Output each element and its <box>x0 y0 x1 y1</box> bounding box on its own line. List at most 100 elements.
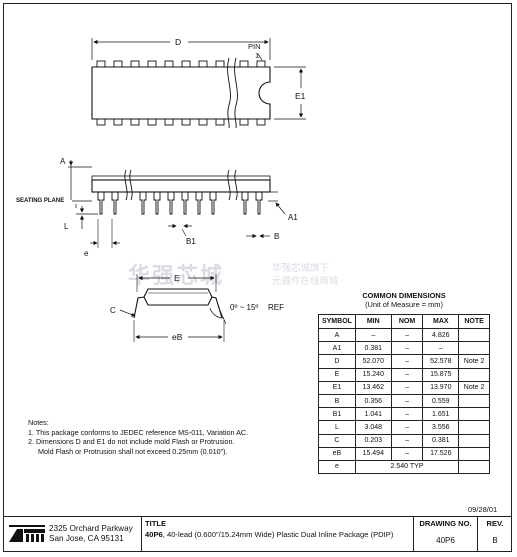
cell-max: 52.578 <box>422 354 460 369</box>
header-min: MIN <box>354 314 392 329</box>
cell-max: 0.381 <box>422 433 460 448</box>
top-pins-lower <box>96 118 266 126</box>
watermark-line-1: 华强芯城旗下 <box>272 263 330 274</box>
cell-note <box>458 341 490 356</box>
cell-min: 15.240 <box>354 367 392 382</box>
company-address: 2325 Orchard Parkway San Jose, CA 95131 <box>49 524 133 544</box>
cell-symbol: e <box>318 459 356 475</box>
dim-l-label: L <box>64 222 69 231</box>
revision-cell: REV. B <box>477 517 512 552</box>
cell-max: – <box>422 341 460 356</box>
company-logo-icon <box>9 525 45 542</box>
cell-nom: – <box>390 327 424 343</box>
cell-max: 4.826 <box>422 327 460 343</box>
dim-b-label: B <box>274 232 279 241</box>
cell-min: 0.356 <box>354 393 392 409</box>
cell-note <box>458 393 490 409</box>
cell-symbol: E <box>318 367 356 382</box>
note-2: 2. Dimensions D and E1 do not include mo… <box>28 437 235 447</box>
table-row: e 2.540 TYP <box>318 459 490 475</box>
cell-symbol: L <box>318 420 356 435</box>
cell-min: 0.203 <box>354 433 392 448</box>
cell-note: Note 2 <box>458 380 490 395</box>
address-line-2: San Jose, CA 95131 <box>49 534 124 543</box>
dim-e1-label: E1 <box>295 91 306 101</box>
top-view <box>91 38 306 129</box>
common-dimensions-heading: COMMON DIMENSIONS (Unit of Measure = mm) <box>318 291 490 309</box>
cell-nom: – <box>390 354 424 369</box>
cell-nom: – <box>390 380 424 395</box>
cell-nom: – <box>390 341 424 356</box>
cell-note <box>458 459 490 475</box>
title-text: 40P6, 40-lead (0.600"/15.24mm Wide) Plas… <box>145 530 407 539</box>
cell-note <box>458 433 490 448</box>
cell-note <box>458 327 490 343</box>
pin-label: PIN <box>248 42 261 51</box>
dim-e-pitch-label: e <box>84 249 89 258</box>
revision-label: REV. <box>486 519 504 528</box>
cell-min: 1.041 <box>354 407 392 422</box>
drawing-number-label: DRAWING NO. <box>419 519 472 528</box>
cell-nom: – <box>390 407 424 422</box>
header-nom: NOM <box>390 314 424 329</box>
angle-ref-label: REF <box>268 303 284 312</box>
cell-typ: 2.540 TYP <box>354 459 460 475</box>
drawing-number-cell: DRAWING NO. 40P6 <box>413 517 477 552</box>
common-dimensions-subtitle: (Unit of Measure = mm) <box>365 300 443 309</box>
cell-nom: – <box>390 446 424 461</box>
header-symbol: SYMBOL <box>318 314 356 329</box>
cell-min: 3.048 <box>354 420 392 435</box>
cell-max: 0.559 <box>422 393 460 409</box>
drawing-date: 09/28/01 <box>468 505 498 514</box>
notes-title: Notes: <box>28 418 49 427</box>
title-block: 2325 Orchard Parkway San Jose, CA 95131 … <box>3 516 512 552</box>
cell-min: 13.462 <box>354 380 392 395</box>
cell-note <box>458 407 490 422</box>
end-view <box>119 274 227 342</box>
top-pins-upper <box>96 60 266 68</box>
cell-nom: – <box>390 393 424 409</box>
cell-min: 52.070 <box>354 354 392 369</box>
dim-b1-label: B1 <box>186 237 196 246</box>
table-row: A––4.826 <box>318 327 490 343</box>
watermark-subtitle: 华强芯城旗下 元器件在线商城 <box>272 262 339 288</box>
note-1: 1. This package conforms to JEDEC refere… <box>28 427 249 437</box>
cell-symbol: C <box>318 433 356 448</box>
title-cell: TITLE 40P6, 40-lead (0.600"/15.24mm Wide… <box>141 517 413 552</box>
side-view <box>68 160 286 248</box>
table-header-row: SYMBOL MIN NOM MAX NOTE <box>318 314 490 329</box>
cell-max: 1.651 <box>422 407 460 422</box>
drawing-number-value: 40P6 <box>436 536 455 545</box>
cell-symbol: B <box>318 393 356 409</box>
cell-max: 17.526 <box>422 446 460 461</box>
watermark-line-2: 元器件在线商城 <box>272 276 339 287</box>
common-dimensions-title: COMMON DIMENSIONS <box>362 291 446 300</box>
cell-symbol: D <box>318 354 356 369</box>
side-leads <box>97 192 263 215</box>
cell-symbol: E1 <box>318 380 356 395</box>
dim-a-label: A <box>60 157 66 166</box>
dim-eb-label: eB <box>172 332 183 342</box>
note-2-continued: Mold Flash or Protrusion shall not excee… <box>38 446 228 456</box>
revision-value: B <box>492 536 498 545</box>
cell-nom: – <box>390 367 424 382</box>
address-line-1: 2325 Orchard Parkway <box>49 524 133 533</box>
cell-max: 13.970 <box>422 380 460 395</box>
cell-symbol: B1 <box>318 407 356 422</box>
drawing-frame <box>3 3 512 552</box>
cell-max: 3.556 <box>422 420 460 435</box>
cell-nom: – <box>390 420 424 435</box>
cell-note <box>458 446 490 461</box>
cell-min: – <box>354 327 392 343</box>
cell-min: 15.494 <box>354 446 392 461</box>
